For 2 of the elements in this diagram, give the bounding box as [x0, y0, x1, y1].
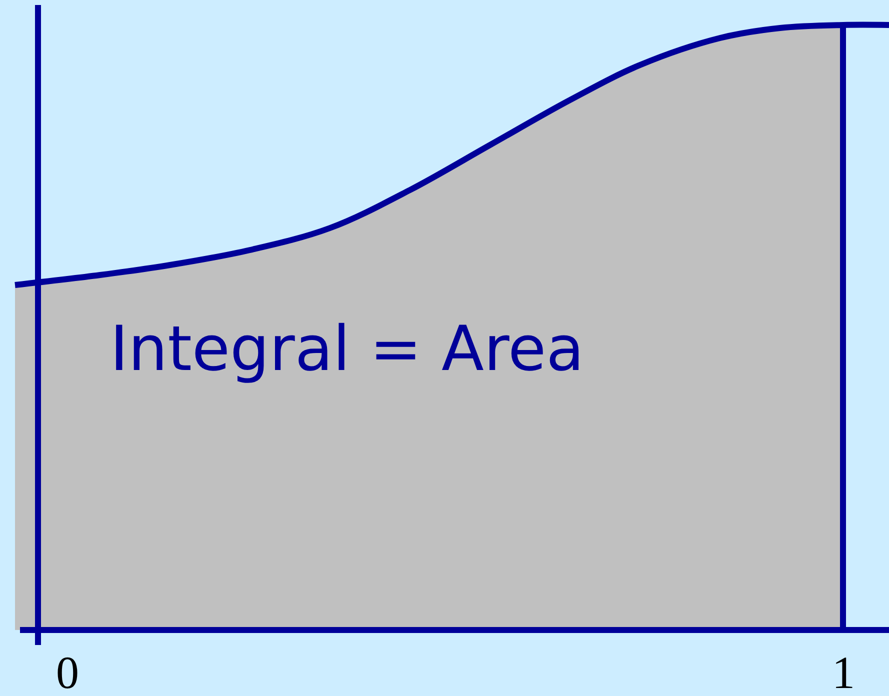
axis-tick-label: 1 — [832, 650, 855, 696]
axis-tick-label: 0 — [56, 650, 79, 696]
